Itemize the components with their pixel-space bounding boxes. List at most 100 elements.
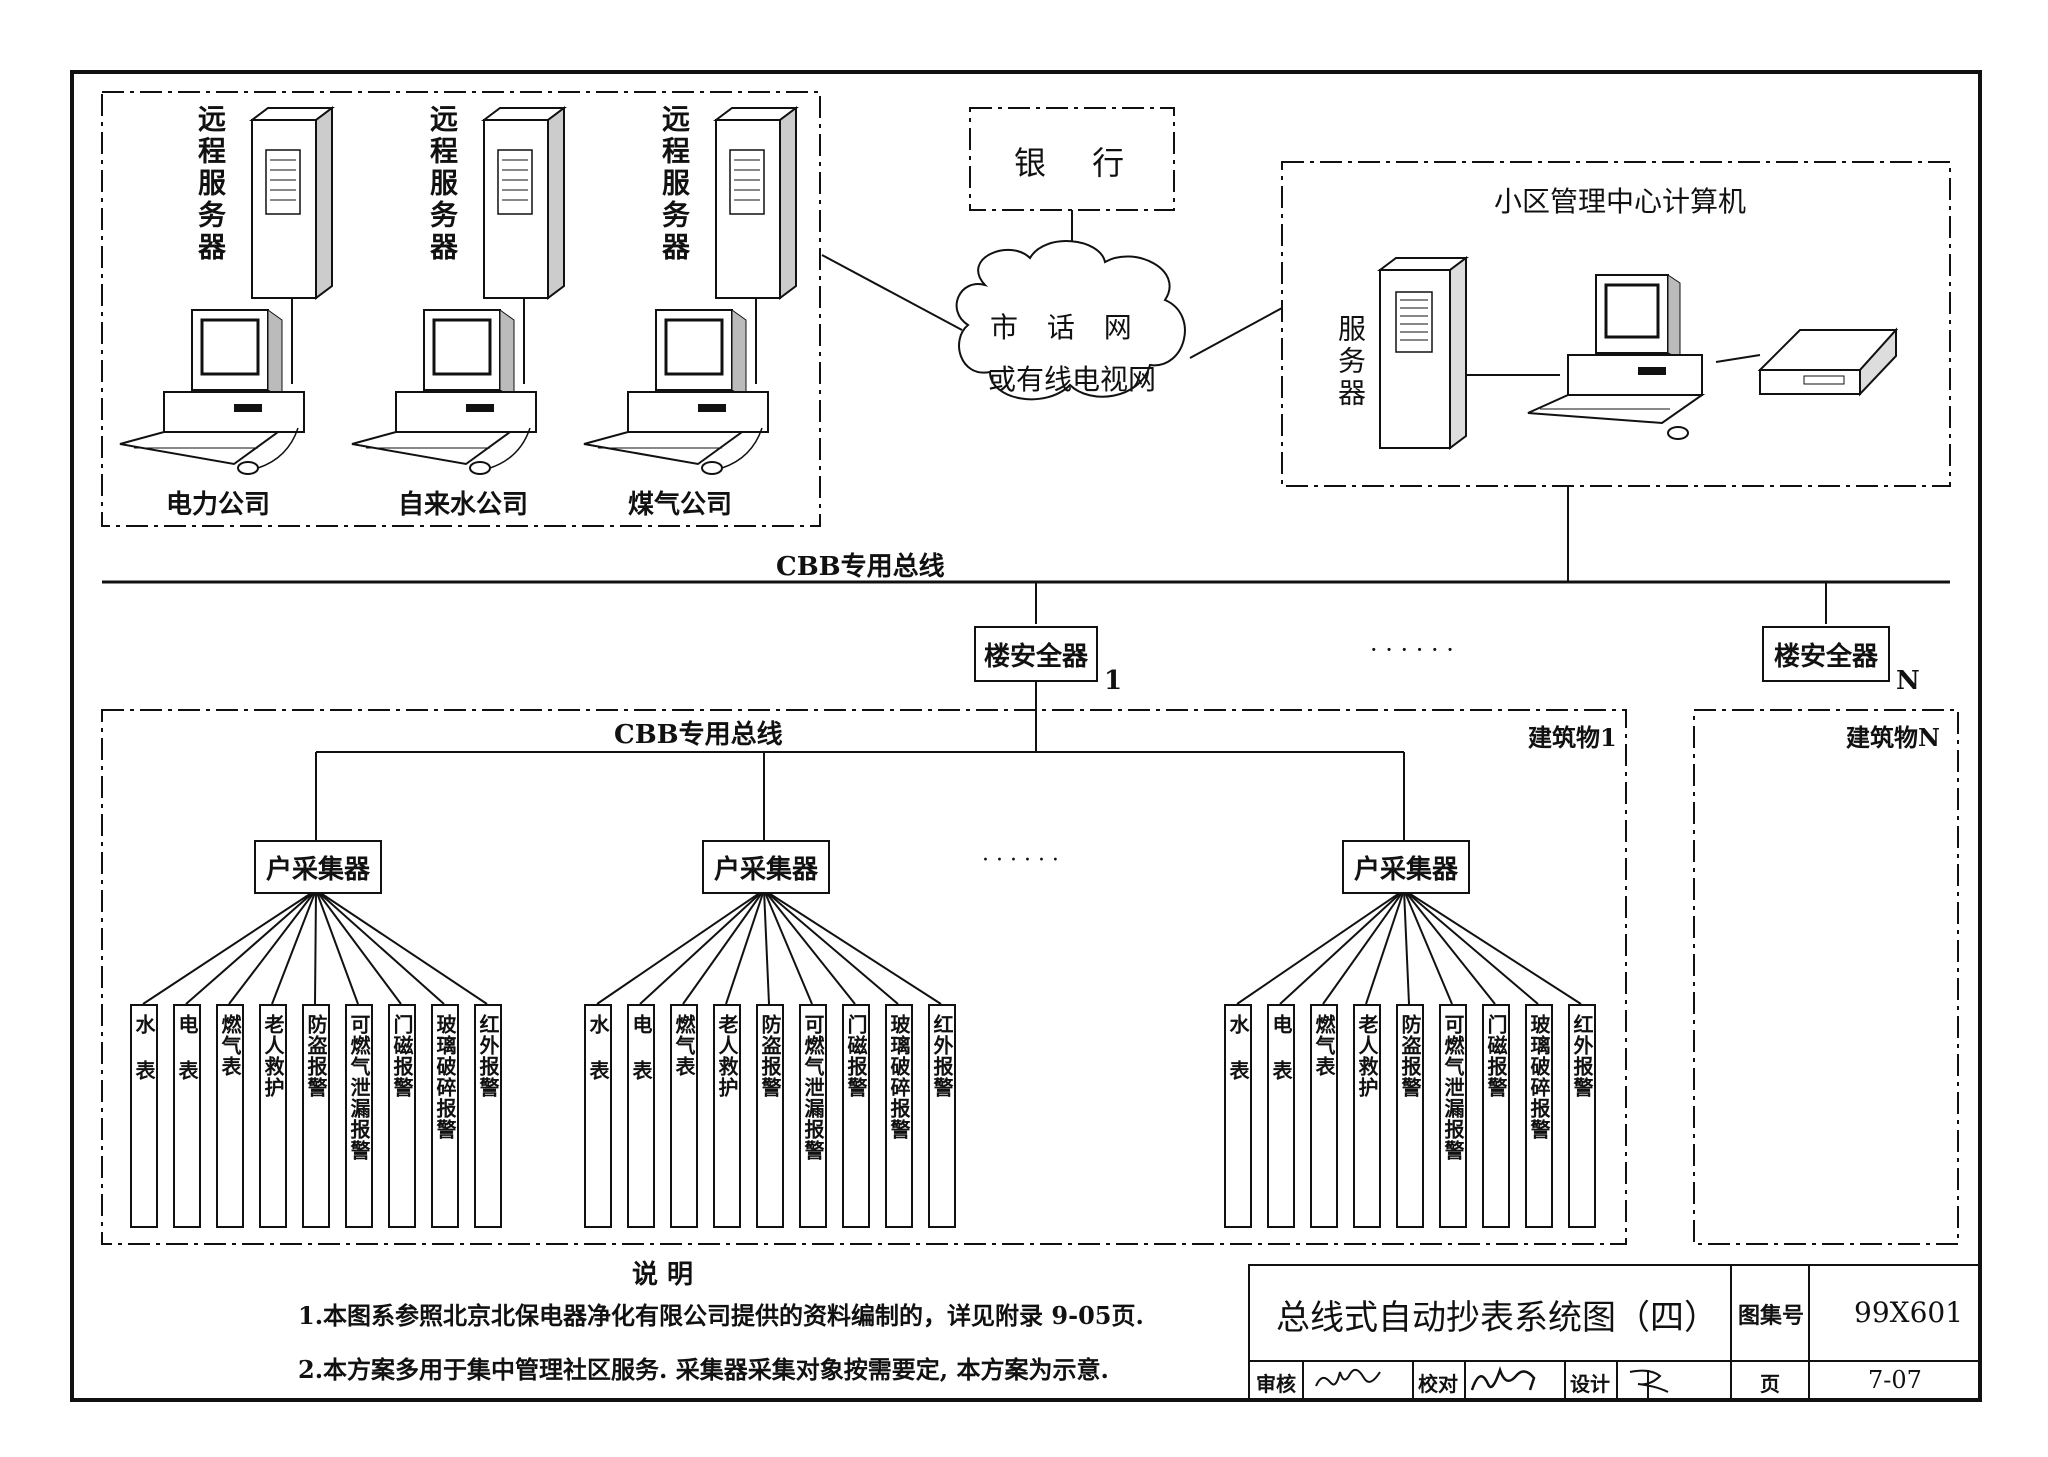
sensor-box: 可燃气泄漏报警 <box>345 1004 373 1228</box>
building-guard-n: 楼安全器 <box>1762 626 1890 682</box>
sensor-label: 水 表 <box>1226 1014 1250 1081</box>
collector-3: 户采集器 <box>1342 840 1470 894</box>
note-1: 1.本图系参照北京北保电器净化有限公司提供的资料编制的，详见附录 9-05页. <box>298 1301 1144 1330</box>
network-label-2: 或有线电视网 <box>988 363 1157 396</box>
remote-server-label-3: 远程服务器 <box>658 104 691 264</box>
sensor-link-line <box>763 889 813 1005</box>
sensor-link-line <box>639 889 765 1005</box>
sensor-link-line <box>314 889 317 1005</box>
sensor-link-line <box>1279 889 1405 1005</box>
sensor-link-line <box>682 889 765 1005</box>
review-label: 审核 <box>1256 1372 1296 1396</box>
sensor-label: 水 表 <box>132 1014 156 1081</box>
sensor-link-line <box>315 889 488 1005</box>
bank-label: 银 行 <box>1014 144 1143 182</box>
atlas-label: 图集号 <box>1738 1303 1805 1329</box>
sensor-label: 玻璃破碎报警 <box>433 1014 457 1140</box>
sensor-label: 防盗报警 <box>1398 1014 1422 1098</box>
collector-ellipsis: · · · · · · <box>982 848 1059 873</box>
sensor-link-line <box>1403 889 1496 1005</box>
sensor-box: 玻璃破碎报警 <box>885 1004 913 1228</box>
remote-server-region <box>101 91 821 527</box>
company-label-water: 自来水公司 <box>398 490 529 520</box>
sensor-label: 老人救护 <box>1355 1014 1379 1098</box>
sensor-link-line <box>596 889 765 1005</box>
sensor-box: 燃气表 <box>670 1004 698 1228</box>
sensor-box: 老人救护 <box>713 1004 741 1228</box>
management-region <box>1281 161 1951 487</box>
building-n-region <box>1693 709 1959 1245</box>
sensor-label: 燃气表 <box>218 1014 242 1077</box>
sensor-box: 可燃气泄漏报警 <box>799 1004 827 1228</box>
sensor-label: 红外报警 <box>476 1014 500 1098</box>
sensor-label: 防盗报警 <box>304 1014 328 1098</box>
sensor-label: 可燃气泄漏报警 <box>347 1014 371 1161</box>
sensor-box: 防盗报警 <box>302 1004 330 1228</box>
sensor-label: 老人救护 <box>715 1014 739 1098</box>
sensor-link-line <box>763 889 942 1005</box>
sensor-link-line <box>1322 889 1405 1005</box>
building-n-label: 建筑物N <box>1846 723 1940 752</box>
sensor-box: 防盗报警 <box>1396 1004 1424 1228</box>
sensor-box: 门磁报警 <box>388 1004 416 1228</box>
sensor-box: 水 表 <box>130 1004 158 1228</box>
sensor-box: 电 表 <box>1267 1004 1295 1228</box>
sensor-link-line <box>1403 889 1539 1005</box>
sensor-box: 红外报警 <box>474 1004 502 1228</box>
sensor-box: 水 表 <box>1224 1004 1252 1228</box>
sensor-box: 燃气表 <box>1310 1004 1338 1228</box>
building-ellipsis: · · · · · · <box>1370 636 1454 664</box>
management-title: 小区管理中心计算机 <box>1494 185 1747 218</box>
sensor-label: 水 表 <box>586 1014 610 1081</box>
sensor-label: 红外报警 <box>930 1014 954 1098</box>
sensor-label: 燃气表 <box>672 1014 696 1077</box>
printer-icon <box>1757 327 1899 397</box>
remote-server-computer-icon <box>583 106 799 475</box>
management-computer-icon <box>1527 274 1706 440</box>
sensor-box: 老人救护 <box>259 1004 287 1228</box>
sensor-label: 可燃气泄漏报警 <box>801 1014 825 1161</box>
sensor-link-line <box>315 889 402 1005</box>
page-label: 页 <box>1760 1372 1780 1396</box>
building-1-label: 建筑物1 <box>1528 723 1617 752</box>
sensor-link-line <box>763 889 899 1005</box>
remote-server-label-2: 远程服务器 <box>426 104 459 264</box>
sensor-label: 电 表 <box>1269 1014 1293 1081</box>
sensor-label: 老人救护 <box>261 1014 285 1098</box>
sensor-link-line <box>1403 889 1453 1005</box>
sensor-link-line <box>763 889 856 1005</box>
sensor-label: 门磁报警 <box>390 1014 414 1098</box>
network-label-1: 市 话 网 <box>990 311 1142 344</box>
sensor-box: 水 表 <box>584 1004 612 1228</box>
sensor-link-line <box>142 889 317 1005</box>
sensor-link-line <box>185 889 317 1005</box>
sensor-label: 门磁报警 <box>1484 1014 1508 1098</box>
sensor-link-line <box>725 889 765 1005</box>
sensor-label: 防盗报警 <box>758 1014 782 1098</box>
building-guard-1-index: 1 <box>1104 666 1123 696</box>
sensor-box: 门磁报警 <box>842 1004 870 1228</box>
sensor-box: 红外报警 <box>1568 1004 1596 1228</box>
signatures-image <box>1315 1366 1669 1400</box>
sensor-link-line <box>315 889 445 1005</box>
sensor-label: 玻璃破碎报警 <box>887 1014 911 1140</box>
sensor-label: 红外报警 <box>1570 1014 1594 1098</box>
building-bus-label: CBB专用总线 <box>614 720 783 750</box>
company-label-power: 电力公司 <box>166 490 271 520</box>
sensor-link-line <box>315 889 359 1005</box>
remote-server-computer-icon <box>119 106 335 475</box>
collector-2: 户采集器 <box>702 840 830 894</box>
sensor-box: 防盗报警 <box>756 1004 784 1228</box>
collector-1: 户采集器 <box>254 840 382 894</box>
company-label-gas: 煤气公司 <box>628 490 733 520</box>
sensor-label: 燃气表 <box>1312 1014 1336 1077</box>
sensor-label: 电 表 <box>175 1014 199 1081</box>
note-2: 2.本方案多用于集中管理社区服务. 采集器采集对象按需要定, 本方案为示意. <box>298 1355 1109 1384</box>
drawing-frame <box>70 70 1982 1402</box>
sensor-box: 红外报警 <box>928 1004 956 1228</box>
sensor-link-line <box>1365 889 1405 1005</box>
main-bus-label: CBB专用总线 <box>776 552 945 582</box>
management-server-icon <box>1377 256 1469 450</box>
sensor-box: 可燃气泄漏报警 <box>1439 1004 1467 1228</box>
